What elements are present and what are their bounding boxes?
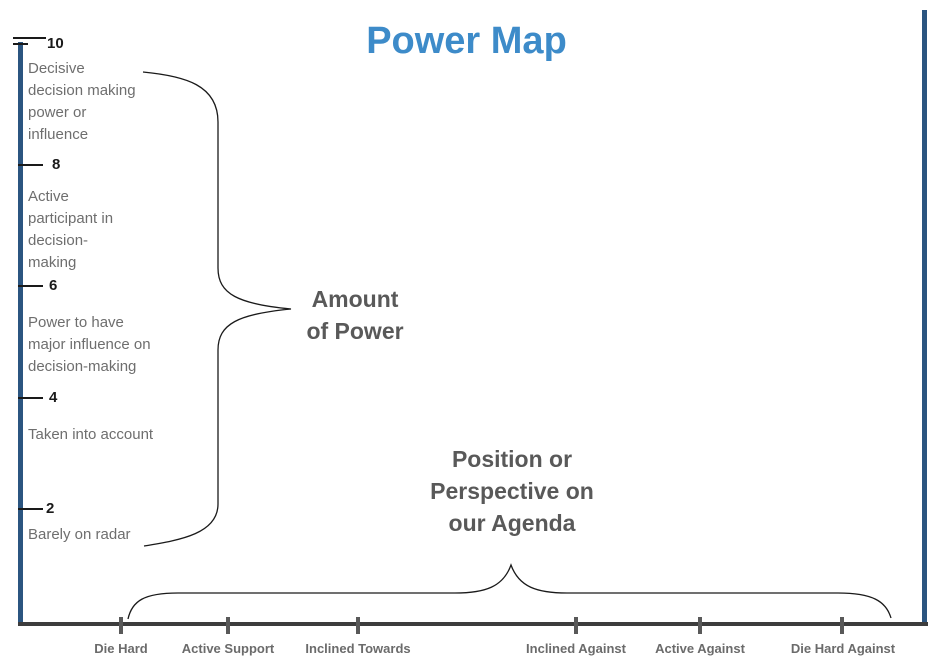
x-label-inclined-against: Inclined Against [526,641,626,656]
y-tick-6 [18,285,43,287]
x-label-die-hard-against: Die Hard Against [790,641,896,656]
x-axis-line [18,622,928,626]
y-axis-heading: Amount of Power [306,286,404,344]
x-tick-active-support [226,617,230,634]
x-tick-die-hard [119,617,123,634]
y-tick-10-lower [13,43,28,45]
x-tick-die-hard-against [840,617,844,634]
y-tick-value-8: 8 [52,156,61,173]
y-tick-value-4: 4 [49,389,58,406]
x-label-active-against: Active Against [655,641,745,656]
page-title: Power Map [366,20,567,62]
y-axis-line [18,42,23,626]
right-border-line [922,10,927,626]
x-label-inclined-towards: Inclined Towards [305,641,411,656]
y-label-10: Decisive decision making power or influe… [28,60,136,143]
x-label-die-hard: Die Hard [94,641,148,656]
x-tick-inclined-towards [356,617,360,634]
y-tick-10-upper [13,37,46,39]
y-tick-2 [18,508,43,510]
y-label-8: Active participant in decision- making [28,188,114,271]
y-tick-value-10: 10 [47,35,64,52]
x-label-active-support: Active Support [181,641,275,656]
x-tick-active-against [698,617,702,634]
y-tick-value-6: 6 [49,277,58,294]
y-tick-8 [18,164,43,166]
y-label-6: Power to have major influence on decisio… [28,314,151,375]
y-label-4: Taken into account [28,426,154,443]
y-label-2: Barely on radar [28,526,131,543]
x-axis-heading: Position or Perspective on our Agenda [430,446,594,536]
y-tick-4 [18,397,43,399]
x-tick-inclined-against [574,617,578,634]
horizontal-brace [127,563,892,620]
y-tick-value-2: 2 [46,500,55,517]
